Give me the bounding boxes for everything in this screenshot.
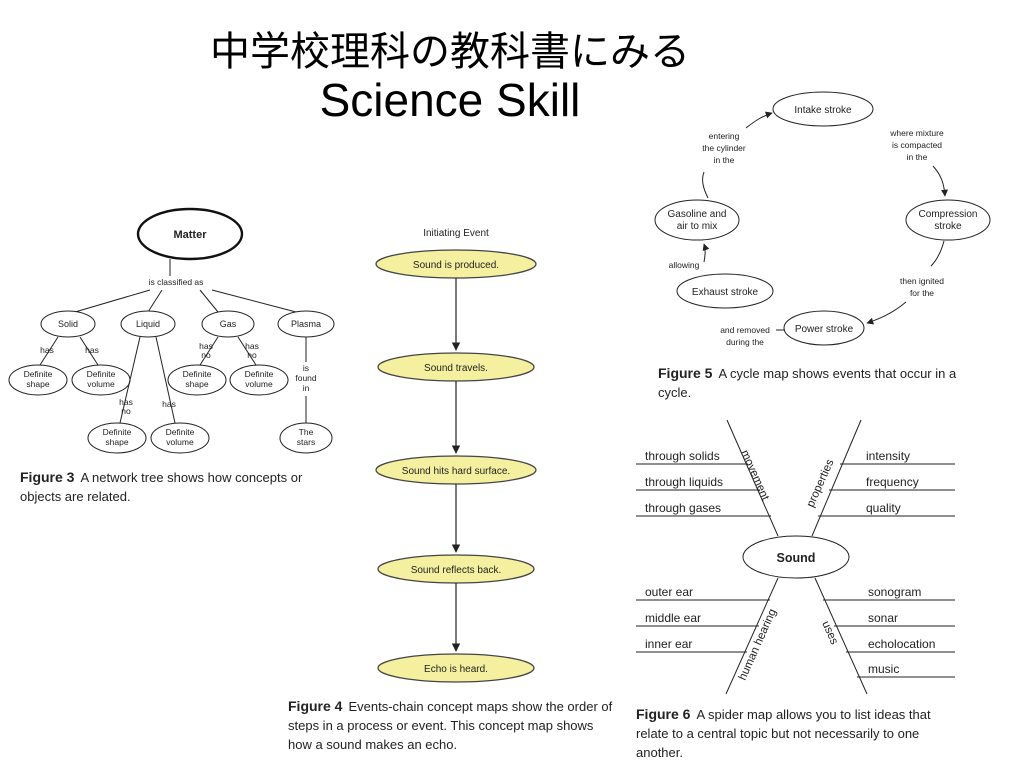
- mixture-link-3: in the: [907, 152, 928, 162]
- matter-node: [136, 207, 244, 261]
- step-3: Sound hits hard surface.: [402, 466, 510, 477]
- figure4-caption-label: Figure 4: [288, 698, 343, 714]
- movement-item-2: through liquids: [645, 475, 723, 489]
- figure6-caption-text: A spider map allows you to list ideas th…: [636, 707, 931, 760]
- gas-has-no-1b: no: [201, 350, 211, 360]
- figure4-events-chain: Initiating Event Sound is produced. Soun…: [375, 228, 537, 683]
- solid-leaf-2a: Definite: [87, 369, 116, 379]
- hearing-item-1: outer ear: [645, 585, 693, 599]
- uses-item-2: sonar: [868, 611, 898, 625]
- figure3-network-tree: Matter is classified as Solid Liquid Gas…: [8, 207, 335, 454]
- hearing-item-3: inner ear: [645, 637, 692, 651]
- gas-leaf-1b: shape: [185, 379, 208, 389]
- uses-branch: uses: [819, 619, 840, 646]
- properties-branch: properties: [805, 457, 837, 509]
- plasma-link-2: found: [295, 373, 317, 383]
- solid-leaf-1a: Definite: [24, 369, 53, 379]
- step-1: Sound is produced.: [413, 260, 499, 271]
- movement-branch: movement: [738, 448, 771, 503]
- figure5-caption-text: A cycle map shows events that occur in a…: [658, 366, 957, 400]
- movement-item-1: through solids: [645, 449, 720, 463]
- gas-node: Gas: [220, 319, 237, 329]
- uses-item-4: music: [868, 662, 899, 676]
- liquid-leaf-1b: shape: [105, 437, 128, 447]
- compression-node-b: stroke: [934, 221, 962, 232]
- step-5: Echo is heard.: [424, 664, 488, 675]
- gasoline-node-b: air to mix: [677, 221, 718, 232]
- liquid-leaf-2a: Definite: [166, 427, 195, 437]
- figure4-caption-text: Events-chain concept maps show the order…: [288, 699, 613, 752]
- initiating-event-label: Initiating Event: [423, 228, 489, 239]
- gasoline-node-a: Gasoline and: [668, 209, 727, 220]
- liquid-has-no-b: no: [121, 406, 131, 416]
- exhaust-stroke-node: Exhaust stroke: [692, 287, 759, 298]
- liquid-has: has: [162, 399, 176, 409]
- plasma-link-1: is: [303, 363, 309, 373]
- properties-item-2: frequency: [866, 475, 919, 489]
- liquid-node: Liquid: [136, 319, 160, 329]
- figure3-caption-label: Figure 3: [20, 469, 75, 485]
- solid-leaf-2b: volume: [87, 379, 115, 389]
- allowing-link: allowing: [669, 260, 700, 270]
- title-line-1: 中学校理科の教科書にみる: [210, 29, 690, 75]
- ignited-link-2: for the: [910, 288, 934, 298]
- plasma-node: Plasma: [291, 319, 321, 329]
- solid-has-1: has: [40, 345, 54, 355]
- uses-item-1: sonogram: [868, 585, 921, 599]
- properties-item-3: quality: [866, 501, 901, 515]
- gas-has-no-1a: has: [199, 341, 213, 351]
- figure3-caption-text: A network tree shows how concepts or obj…: [20, 470, 303, 504]
- removed-link-1: and removed: [720, 325, 770, 335]
- step-4: Sound reflects back.: [411, 565, 502, 576]
- entering-link-1: entering: [709, 131, 740, 141]
- hearing-item-2: middle ear: [645, 611, 701, 625]
- gas-leaf-1a: Definite: [183, 369, 212, 379]
- power-stroke-node: Power stroke: [795, 324, 854, 335]
- sound-center: Sound: [777, 551, 816, 565]
- plasma-link-3: in: [303, 383, 310, 393]
- properties-item-1: intensity: [866, 449, 910, 463]
- mixture-link-1: where mixture: [889, 128, 944, 138]
- matter-label: Matter: [173, 229, 207, 241]
- figure6-spider-map: Sound through solids through liquids thr…: [636, 419, 955, 695]
- gas-leaf-2b: volume: [245, 379, 273, 389]
- entering-link-2: the cylinder: [702, 143, 746, 153]
- entering-link-3: in the: [714, 155, 735, 165]
- plasma-leaf-a: The: [299, 427, 314, 437]
- plasma-leaf-b: stars: [297, 437, 315, 447]
- figure5-caption-label: Figure 5: [658, 365, 713, 381]
- uses-item-3: echolocation: [868, 637, 935, 651]
- liquid-leaf-1a: Definite: [103, 427, 132, 437]
- movement-item-3: through gases: [645, 501, 721, 515]
- mixture-link-2: is compacted: [892, 140, 942, 150]
- ignited-link-1: then ignited: [900, 276, 944, 286]
- liquid-has-no-a: has: [119, 397, 133, 407]
- gas-has-no-2b: no: [247, 350, 257, 360]
- hearing-branch: human hearing: [737, 607, 779, 682]
- gas-leaf-2a: Definite: [245, 369, 274, 379]
- intake-stroke-node: Intake stroke: [794, 105, 852, 116]
- gas-has-no-2a: has: [245, 341, 259, 351]
- classified-link: is classified as: [149, 277, 204, 287]
- slide-title: 中学校理科の教科書にみる Science Skill: [100, 28, 800, 124]
- title-line-2: Science Skill: [319, 74, 581, 126]
- liquid-leaf-2b: volume: [166, 437, 194, 447]
- step-2: Sound travels.: [424, 363, 488, 374]
- figure6-caption-label: Figure 6: [636, 706, 691, 722]
- solid-has-2: has: [85, 345, 99, 355]
- figure5-cycle-map: Intake stroke Compression stroke Power s…: [654, 91, 991, 347]
- compression-node-a: Compression: [919, 209, 978, 220]
- solid-leaf-1b: shape: [26, 379, 49, 389]
- removed-link-2: during the: [726, 337, 764, 347]
- solid-node: Solid: [58, 319, 78, 329]
